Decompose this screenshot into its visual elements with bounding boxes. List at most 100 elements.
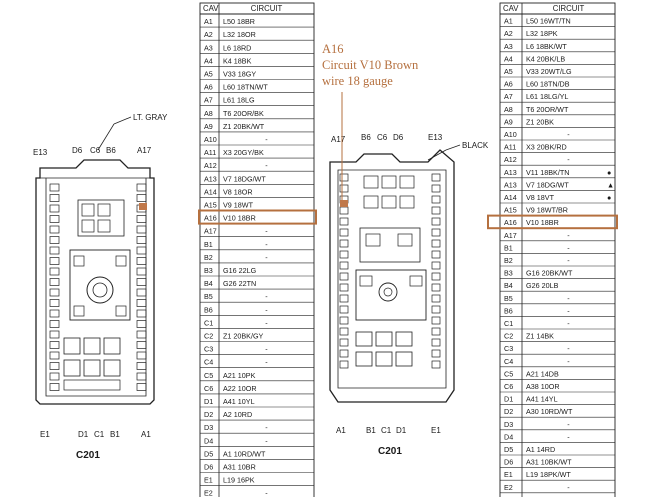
cavity bbox=[49, 309, 60, 318]
circuit-cell: A41 14YL bbox=[526, 395, 558, 404]
table-row: A6 L60 18TN/WT bbox=[204, 83, 268, 92]
annotation-line: A16 bbox=[322, 42, 344, 56]
cavity-cell: C2 bbox=[504, 332, 513, 341]
circuit-cell: - bbox=[567, 256, 570, 265]
table-row: B1- bbox=[504, 243, 570, 252]
circuit-cell: V9 18WT/BR bbox=[526, 206, 568, 215]
cavity-cell: A16 bbox=[504, 218, 517, 227]
cavity-cell: A8 bbox=[504, 105, 513, 114]
circuit-cell: L6 18BK/WT bbox=[526, 42, 567, 51]
cavity bbox=[339, 360, 349, 369]
circuit-cell: - bbox=[567, 432, 570, 441]
circuit-cell: - bbox=[265, 345, 268, 354]
connector-right: BLACK A17 B6 C6 D6 E13 A1 B1 bbox=[329, 133, 489, 457]
pin-label: C6 bbox=[90, 146, 101, 155]
cavity bbox=[431, 173, 441, 182]
cavity-cell: C3 bbox=[504, 344, 513, 353]
circuit-cell: - bbox=[265, 358, 268, 367]
cavity bbox=[136, 288, 147, 297]
cavity-cell: B2 bbox=[204, 253, 213, 262]
cavity-cell: A13 bbox=[204, 174, 217, 183]
cavity-cell: B3 bbox=[204, 266, 213, 275]
highlight-box-left bbox=[198, 209, 317, 225]
cavity-cell: A14 bbox=[204, 187, 217, 196]
pin-label: D6 bbox=[72, 146, 83, 155]
cavity-cell: A10 bbox=[504, 130, 517, 139]
cavity-cell: D6 bbox=[204, 463, 213, 472]
circuit-cell: Z1 20BK bbox=[526, 117, 554, 126]
circuit-cell: A1 14RD bbox=[526, 445, 555, 454]
row-marker: ● bbox=[607, 168, 611, 177]
cavity bbox=[431, 217, 441, 226]
circuit-cell: - bbox=[567, 420, 570, 429]
circuit-cell: V8 18VT bbox=[526, 193, 555, 202]
connector-housing bbox=[35, 159, 155, 405]
cavity-cell: D2 bbox=[204, 410, 213, 419]
circuit-cell: L60 18TN/DB bbox=[526, 80, 570, 89]
cavity bbox=[49, 278, 60, 286]
circuit-cell: A2 10RD bbox=[223, 410, 252, 419]
table-row: A17- bbox=[204, 227, 268, 236]
cavity-cell: A3 bbox=[204, 43, 213, 52]
cavity bbox=[136, 320, 147, 328]
cavity-cell: A10 bbox=[204, 135, 217, 144]
circuit-cell: - bbox=[567, 483, 570, 492]
table-row: D3- bbox=[204, 423, 268, 432]
cavity bbox=[431, 327, 441, 336]
circuit-cell: Z1 14BK bbox=[526, 332, 554, 341]
circuit-cell: - bbox=[265, 240, 268, 249]
table-row: B5- bbox=[504, 294, 570, 303]
circuit-cell: V7 18DG/WT bbox=[526, 180, 569, 189]
circuit-cell: L60 18TN/WT bbox=[223, 83, 268, 92]
table-row: A12- bbox=[504, 155, 570, 164]
circuit-cell: - bbox=[265, 227, 268, 236]
highlighted-cavity bbox=[340, 200, 348, 207]
table-row: C4- bbox=[204, 358, 268, 367]
cavity-cell: A15 bbox=[504, 206, 517, 215]
cavity bbox=[431, 316, 441, 325]
cavity-cell: A17 bbox=[504, 231, 517, 240]
cavity bbox=[339, 173, 349, 182]
circuit-cell: - bbox=[265, 292, 268, 301]
cavity-cell: C3 bbox=[204, 345, 213, 354]
cavity-cell: C1 bbox=[504, 319, 513, 328]
cavity-cell: A6 bbox=[204, 83, 213, 92]
table-row: D2 A2 10RD bbox=[204, 410, 252, 419]
circuit-cell: T6 20OR/BK bbox=[223, 109, 264, 118]
column-header: CIRCUIT bbox=[251, 4, 283, 13]
circuit-cell: V33 20WT/LG bbox=[526, 67, 572, 76]
cavity bbox=[339, 327, 349, 336]
circuit-cell: G16 22LG bbox=[223, 266, 257, 275]
table-row: A15 V9 18WT/BR bbox=[504, 206, 568, 215]
circuit-cell: V11 18BK/TN bbox=[526, 168, 569, 177]
cavity-cell: C4 bbox=[504, 357, 513, 366]
circuit-cell: V7 18DG/WT bbox=[223, 174, 266, 183]
cavity bbox=[49, 194, 60, 202]
circuit-cell: K4 18BK bbox=[223, 56, 252, 65]
circuit-cell: - bbox=[265, 423, 268, 432]
cavity-cell: D3 bbox=[504, 420, 513, 429]
circuit-cell: X3 20GY/BK bbox=[223, 148, 264, 157]
pin-label: A17 bbox=[331, 135, 346, 144]
cavity-cell: A13 bbox=[504, 168, 517, 177]
circuit-cell: L32 18OR bbox=[223, 30, 256, 39]
circuit-cell: A30 10RD/WT bbox=[526, 407, 573, 416]
column-header: CIRCUIT bbox=[553, 4, 585, 13]
cavity bbox=[339, 283, 349, 292]
cavity bbox=[339, 316, 349, 325]
circuit-cell: L6 18RD bbox=[223, 43, 251, 52]
cavity bbox=[431, 305, 441, 314]
circuit-cell: - bbox=[265, 253, 268, 262]
circuit-cell: X3 20BK/RD bbox=[526, 143, 567, 152]
cavity-cell: C2 bbox=[204, 332, 213, 341]
